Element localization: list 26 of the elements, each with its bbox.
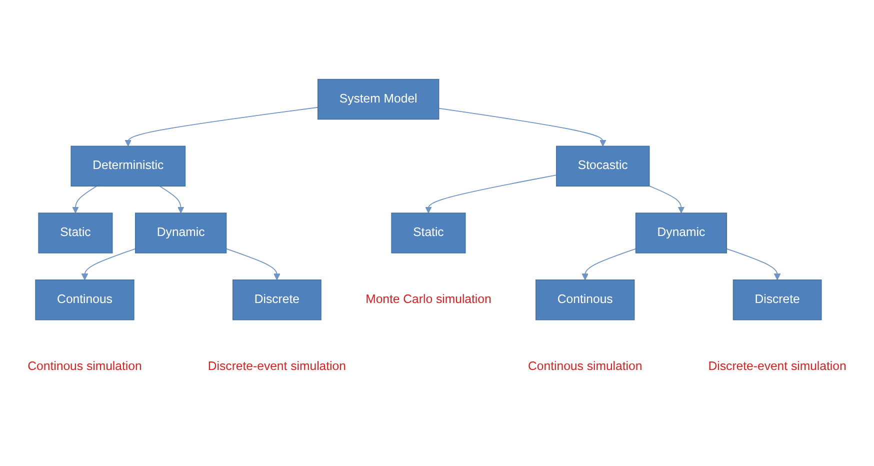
arrow: [425, 174, 557, 214]
node-label: Monte Carlo simulation: [366, 292, 492, 306]
node-label: Discrete-event simulation: [208, 360, 346, 373]
node-box: Stocastic: [556, 146, 650, 186]
node-label: Continous simulation: [528, 360, 642, 373]
arrow: [438, 108, 606, 146]
node-box: Dynamic: [635, 212, 728, 254]
node-label: Continous simulation: [28, 360, 142, 373]
node-box: Continous: [35, 280, 134, 320]
node-label: Discrete-event simulation: [708, 360, 846, 373]
arrow: [582, 248, 636, 280]
node-box: Static: [391, 212, 466, 254]
arrow: [124, 106, 318, 146]
arrow: [159, 186, 184, 214]
arrow: [648, 186, 685, 214]
node-box: Discrete: [232, 280, 322, 320]
arrow: [72, 186, 98, 214]
node-box: Static: [38, 212, 113, 254]
node-box: Discrete: [732, 280, 822, 320]
node-box: Continous: [536, 280, 635, 320]
arrow: [81, 248, 136, 280]
node-box: Deterministic: [70, 146, 186, 186]
node-box: System Model: [317, 78, 440, 120]
arrow: [226, 248, 280, 280]
node-box: Dynamic: [135, 212, 227, 254]
arrow: [726, 248, 781, 280]
